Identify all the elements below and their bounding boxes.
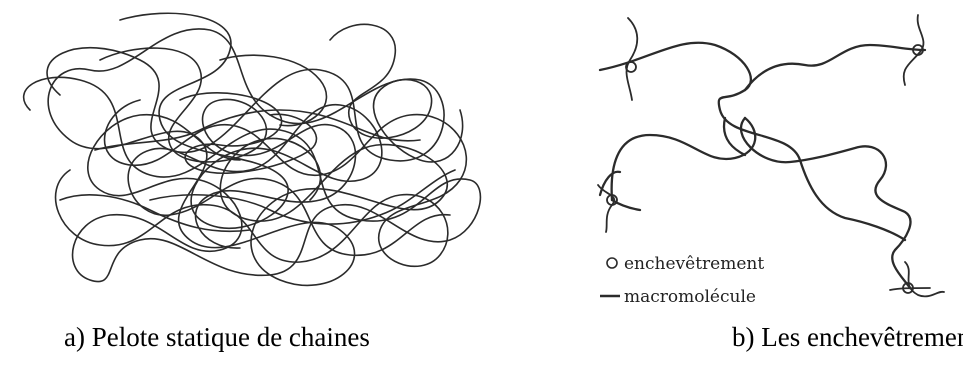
- polymer-coil-diagram: [23, 12, 482, 287]
- macromolecule-legend-label: macromolécule: [624, 287, 756, 307]
- entanglement-nodes: [597, 14, 945, 298]
- entanglement-node: [902, 14, 925, 86]
- entanglement-node: [889, 261, 945, 298]
- legend: enchevêtrement macromolécule: [600, 254, 764, 307]
- entanglement-legend-label: enchevêtrement: [624, 254, 764, 274]
- caption-entanglements: b) Les enchevêtrements: [732, 322, 963, 352]
- caption-static-coil: a) Pelote statique de chaines: [64, 322, 370, 352]
- entanglement-node: [597, 184, 618, 233]
- entanglement-diagram: [598, 41, 927, 290]
- entanglement-node: [625, 17, 639, 101]
- entanglement-legend-marker: [606, 257, 618, 269]
